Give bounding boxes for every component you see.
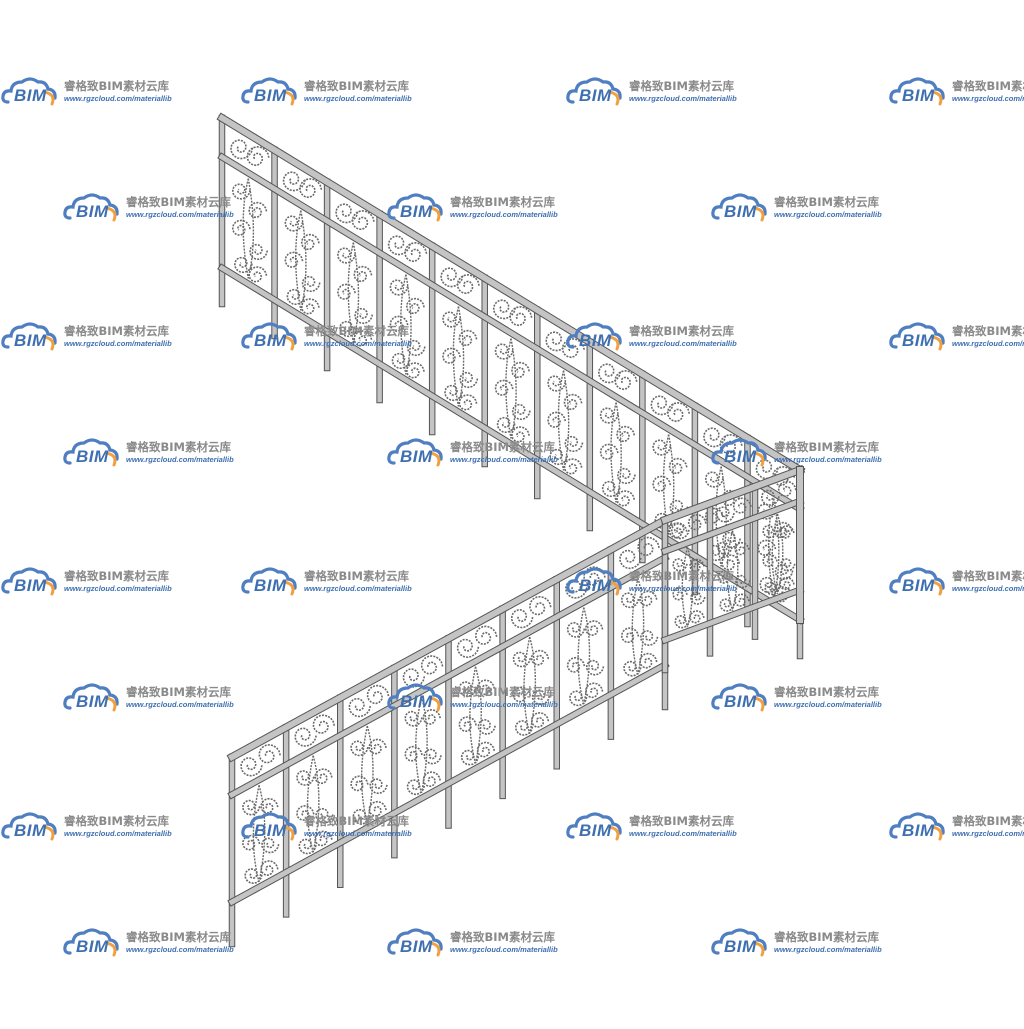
railing-upper-section — [216, 112, 806, 660]
railing-lower-section — [226, 514, 671, 948]
